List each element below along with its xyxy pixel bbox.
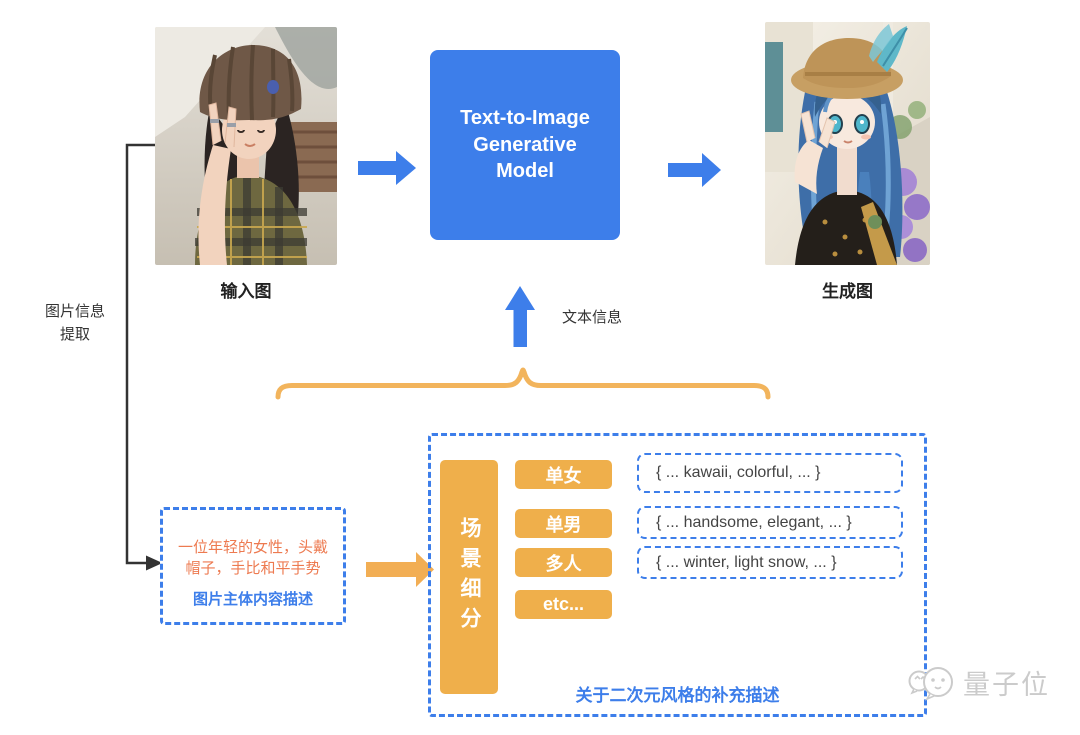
arrow-right-icon [396, 151, 416, 185]
scene-subdivision-bar: 场景细分 [440, 460, 498, 694]
extraction-label: 图片信息 提取 [20, 301, 130, 346]
text-info-label: 文本信息 [562, 309, 623, 326]
arrow-right-icon [702, 153, 721, 187]
category-single-male: 单男 [515, 509, 612, 538]
watermark: 量子位 [906, 660, 1050, 704]
subject-description-box: 一位年轻的女性，头戴帽子，手比和平手势 图片主体内容描述 [160, 507, 346, 625]
scene-subdivision-box: 场景细分 单女 单男 多人 etc... { ... kawaii, color… [428, 433, 927, 717]
arrow-up-icon [505, 286, 535, 310]
scene-box-caption: 关于二次元风格的补充描述 [575, 686, 780, 705]
category-single-female: 单女 [515, 460, 612, 489]
arrow-text-to-model [505, 286, 535, 347]
subject-description-caption: 图片主体内容描述 [192, 591, 313, 608]
output-image-label: 生成图 [822, 282, 873, 301]
category-multi-person: 多人 [515, 548, 612, 577]
extraction-label-line1: 图片信息 [44, 303, 105, 320]
curly-brace [275, 367, 771, 400]
style-tag-box-2: { ... handsome, elegant, ... } [637, 506, 903, 539]
qbitai-logo-icon [908, 667, 953, 701]
extraction-label-line2: 提取 [59, 325, 90, 343]
arrow-subject-to-scene [366, 552, 434, 587]
arrow-input-to-model [358, 151, 416, 185]
model-box: Text-to-Image Generative Model [430, 50, 620, 240]
scene-subdivision-label: 场景细分 [458, 517, 481, 637]
watermark-text: 量子位 [963, 669, 1050, 700]
subject-description-text: 一位年轻的女性，头戴帽子，手比和平手势 [177, 539, 328, 577]
arrow-model-to-output [668, 153, 721, 187]
category-etc: etc... [515, 590, 612, 619]
input-photo [155, 27, 337, 265]
input-image-label: 输入图 [220, 282, 272, 301]
style-tag-box-3: { ... winter, light snow, ... } [637, 546, 903, 579]
style-tag-box-1: { ... kawaii, colorful, ... } [637, 453, 903, 493]
output-photo [765, 22, 930, 265]
